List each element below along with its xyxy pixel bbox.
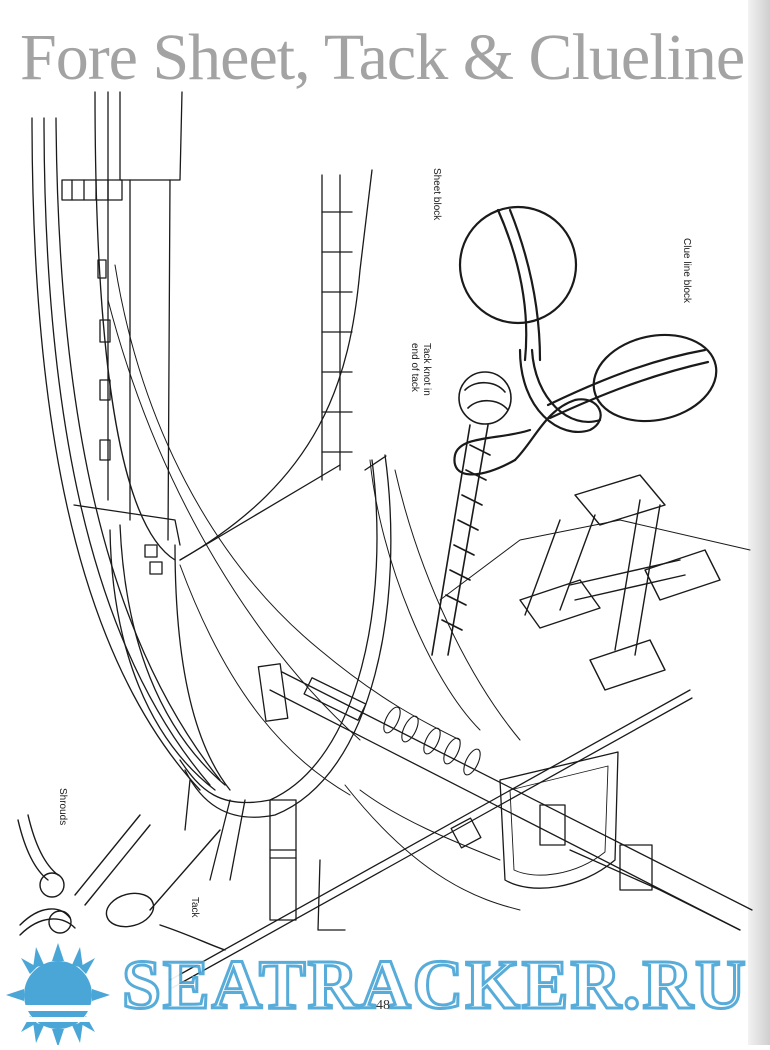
- bowsprit: [169, 663, 753, 989]
- label-tack: Tack: [189, 897, 200, 918]
- shrouds-detail: [17, 814, 226, 951]
- sun-logo-icon: [6, 943, 110, 1047]
- page-title: Fore Sheet, Tack & Clueline: [20, 21, 745, 94]
- cleat-frame: [519, 474, 721, 691]
- label-sheet-block: Sheet block: [431, 168, 442, 221]
- tack-knot-rope: [431, 371, 512, 656]
- blocks-detail: [453, 205, 718, 476]
- hull-drawing: [31, 91, 392, 931]
- page-number: 48: [376, 998, 390, 1013]
- page-edge-shadow: [748, 0, 770, 1045]
- watermark-text: SEATRACKER.RU: [121, 946, 748, 1026]
- watermark: [0, 935, 770, 1047]
- label-tack-knot: Tack knot in end of tack: [409, 343, 432, 396]
- label-clue-line-block: Clue line block: [681, 238, 692, 304]
- label-shrouds: Shrouds: [57, 788, 68, 826]
